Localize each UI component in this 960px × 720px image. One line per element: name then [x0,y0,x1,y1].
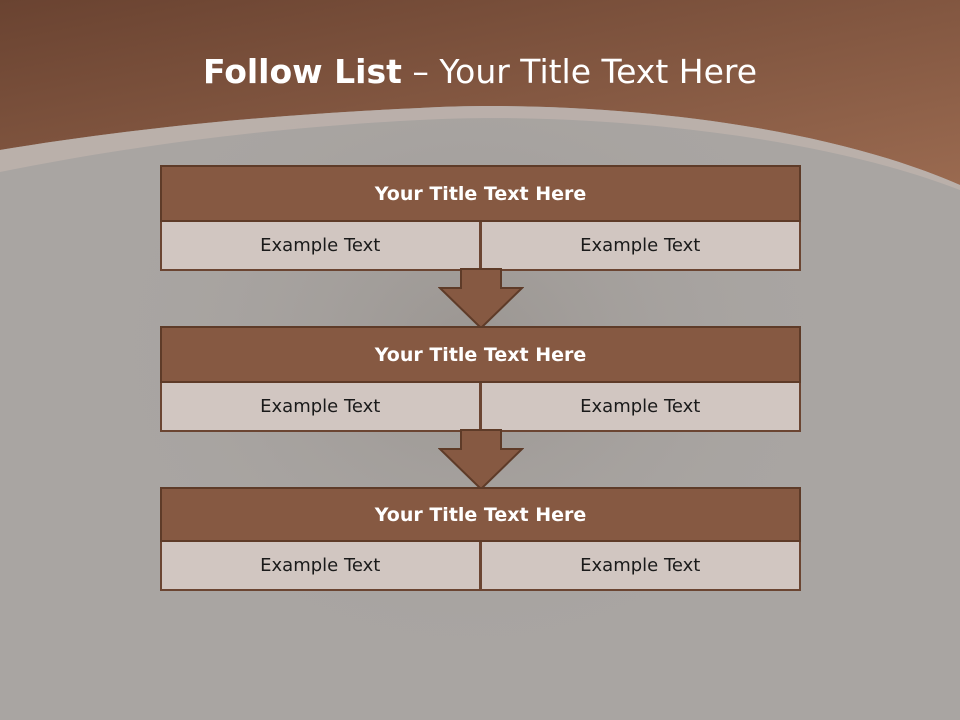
flow-cell-right: Example Text [480,383,801,432]
slide-title: Follow List – Your Title Text Here [0,52,960,91]
flow-cell-right: Example Text [480,222,801,271]
slide-title-bold: Follow List [202,52,402,91]
flow-block-cells: Example Text Example Text [160,542,801,591]
flow-block-cells: Example Text Example Text [160,383,801,432]
flow-cell-left: Example Text [160,383,481,432]
flow-cell-left: Example Text [160,542,481,591]
flow-block-1: Your Title Text Here Example Text Exampl… [160,165,801,271]
flow-cell-right: Example Text [480,542,801,591]
flow-block-3: Your Title Text Here Example Text Exampl… [160,487,801,591]
flow-block-cells: Example Text Example Text [160,222,801,271]
slide-title-rest: – Your Title Text Here [401,52,758,91]
flow-block-title: Your Title Text Here [160,165,801,222]
flow-block-2: Your Title Text Here Example Text Exampl… [160,326,801,432]
down-arrow-icon [438,429,524,491]
down-arrow-icon [438,268,524,330]
flow-cell-left: Example Text [160,222,481,271]
flow-block-title: Your Title Text Here [160,326,801,383]
flow-block-title: Your Title Text Here [160,487,801,542]
